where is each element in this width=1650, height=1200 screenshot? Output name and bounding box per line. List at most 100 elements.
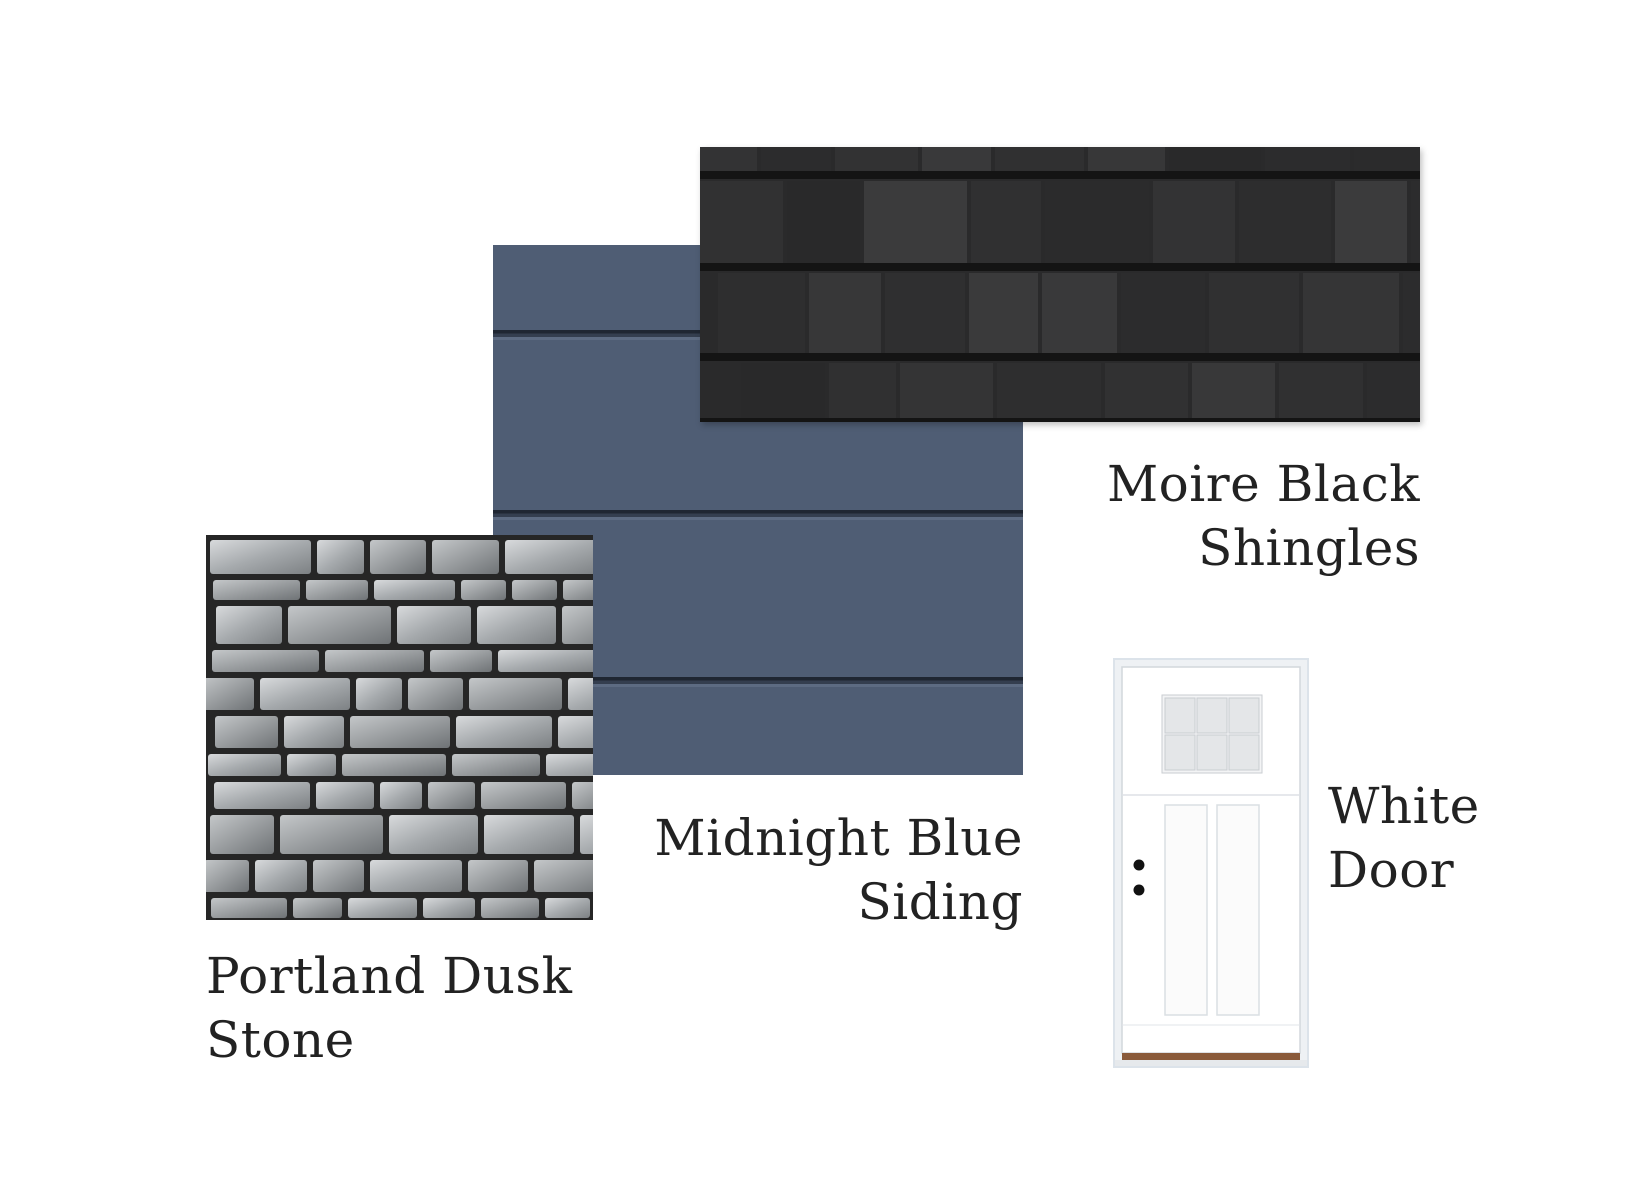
shingle-tab — [787, 181, 860, 265]
stone-swatch — [206, 535, 593, 920]
stone-block — [260, 678, 350, 710]
stone-block — [214, 782, 310, 809]
stone-block — [477, 606, 556, 644]
stone-texture — [206, 535, 593, 920]
stone-block — [208, 754, 281, 776]
shingle-tab — [885, 273, 965, 355]
stone-block — [452, 754, 540, 776]
siding-groove — [493, 677, 1023, 687]
shingle-tab — [997, 363, 1101, 420]
shingles-label-line2: Shingles — [1198, 519, 1420, 577]
stone-block — [342, 754, 446, 776]
shingle-tab — [1367, 363, 1420, 420]
stone-block — [430, 650, 492, 672]
stone-block — [563, 580, 593, 600]
stone-block — [306, 580, 368, 600]
shingle-tab — [1265, 147, 1350, 173]
shingle-tab — [1335, 181, 1407, 265]
stone-block — [534, 860, 593, 892]
shingle-tab — [829, 363, 896, 420]
stone-label-line1: Portland Dusk — [206, 947, 573, 1005]
siding-label-line2: Siding — [857, 873, 1023, 931]
stone-block — [469, 678, 562, 710]
shingle-tab — [922, 147, 991, 173]
shingle-tab — [864, 181, 967, 265]
stone-block — [287, 754, 336, 776]
shingle-tab — [1192, 363, 1275, 420]
stone-block — [481, 898, 539, 918]
door-window — [1161, 694, 1263, 774]
stone-block — [370, 540, 426, 574]
stone-block — [397, 606, 471, 644]
stone-block — [213, 580, 300, 600]
shingle-tab — [995, 147, 1084, 173]
shingles-texture — [700, 147, 1420, 422]
door-label-line2: Door — [1328, 841, 1455, 899]
shingle-tab — [969, 273, 1038, 355]
stone-block — [456, 716, 552, 748]
stone-block — [293, 898, 342, 918]
shingle-tab — [1169, 147, 1261, 173]
door-swatch — [1113, 658, 1309, 1068]
door-illustration — [1115, 660, 1307, 1066]
stone-block — [484, 815, 574, 854]
stone-block — [558, 716, 593, 748]
shingle-tab — [900, 363, 993, 420]
stone-block — [216, 606, 282, 644]
shingle-tab — [718, 273, 805, 355]
stone-block — [313, 860, 364, 892]
stone-block — [568, 678, 593, 710]
stone-block — [432, 540, 499, 574]
shingle-tab — [761, 147, 831, 173]
shingle-tab — [1121, 273, 1205, 355]
stone-label: Portland Dusk Stone — [206, 944, 606, 1072]
stone-block — [288, 606, 391, 644]
shingle-tab — [700, 147, 757, 173]
shingle-tab — [1354, 147, 1420, 173]
shingle-tab — [741, 363, 825, 420]
stone-block — [545, 898, 590, 918]
shingle-tab — [1279, 363, 1363, 420]
door-knob-icon — [1133, 859, 1145, 871]
stone-block — [210, 815, 274, 854]
siding-label: Midnight Blue Siding — [640, 806, 1023, 934]
shingle-tab — [700, 181, 783, 265]
stone-block — [512, 580, 557, 600]
shingle-shadow-line — [700, 418, 1420, 422]
shingle-tab — [1403, 273, 1420, 355]
stone-block — [348, 898, 417, 918]
stone-block — [468, 860, 528, 892]
stone-block — [280, 815, 383, 854]
shingle-shadow-line — [700, 171, 1420, 179]
stone-block — [498, 650, 593, 672]
stone-block — [389, 815, 478, 854]
stone-block — [423, 898, 475, 918]
stone-block — [380, 782, 422, 809]
stone-block — [374, 580, 455, 600]
shingle-shadow-line — [700, 263, 1420, 271]
stone-block — [350, 716, 450, 748]
stone-block — [580, 815, 593, 854]
shingle-tab — [1042, 273, 1117, 355]
shingle-tab — [1088, 147, 1165, 173]
shingle-tab — [1239, 181, 1331, 265]
stone-block — [428, 782, 475, 809]
shingle-tab — [1411, 181, 1420, 265]
siding-label-line1: Midnight Blue — [654, 809, 1023, 867]
stone-block — [212, 650, 319, 672]
shingles-swatch — [700, 147, 1420, 422]
shingles-label: Moire Black Shingles — [1080, 452, 1420, 580]
shingle-tab — [1105, 363, 1188, 420]
door-label-line1: White — [1328, 777, 1480, 835]
stone-block — [408, 678, 463, 710]
shingle-tab — [809, 273, 881, 355]
shingle-tab — [971, 181, 1041, 265]
shingle-tab — [1209, 273, 1299, 355]
siding-groove — [493, 510, 1023, 520]
stone-block — [505, 540, 593, 574]
stone-block — [215, 716, 278, 748]
stone-block — [572, 782, 593, 809]
stone-block — [206, 678, 254, 710]
shingle-tab — [1153, 181, 1235, 265]
shingle-tab — [1303, 273, 1399, 355]
